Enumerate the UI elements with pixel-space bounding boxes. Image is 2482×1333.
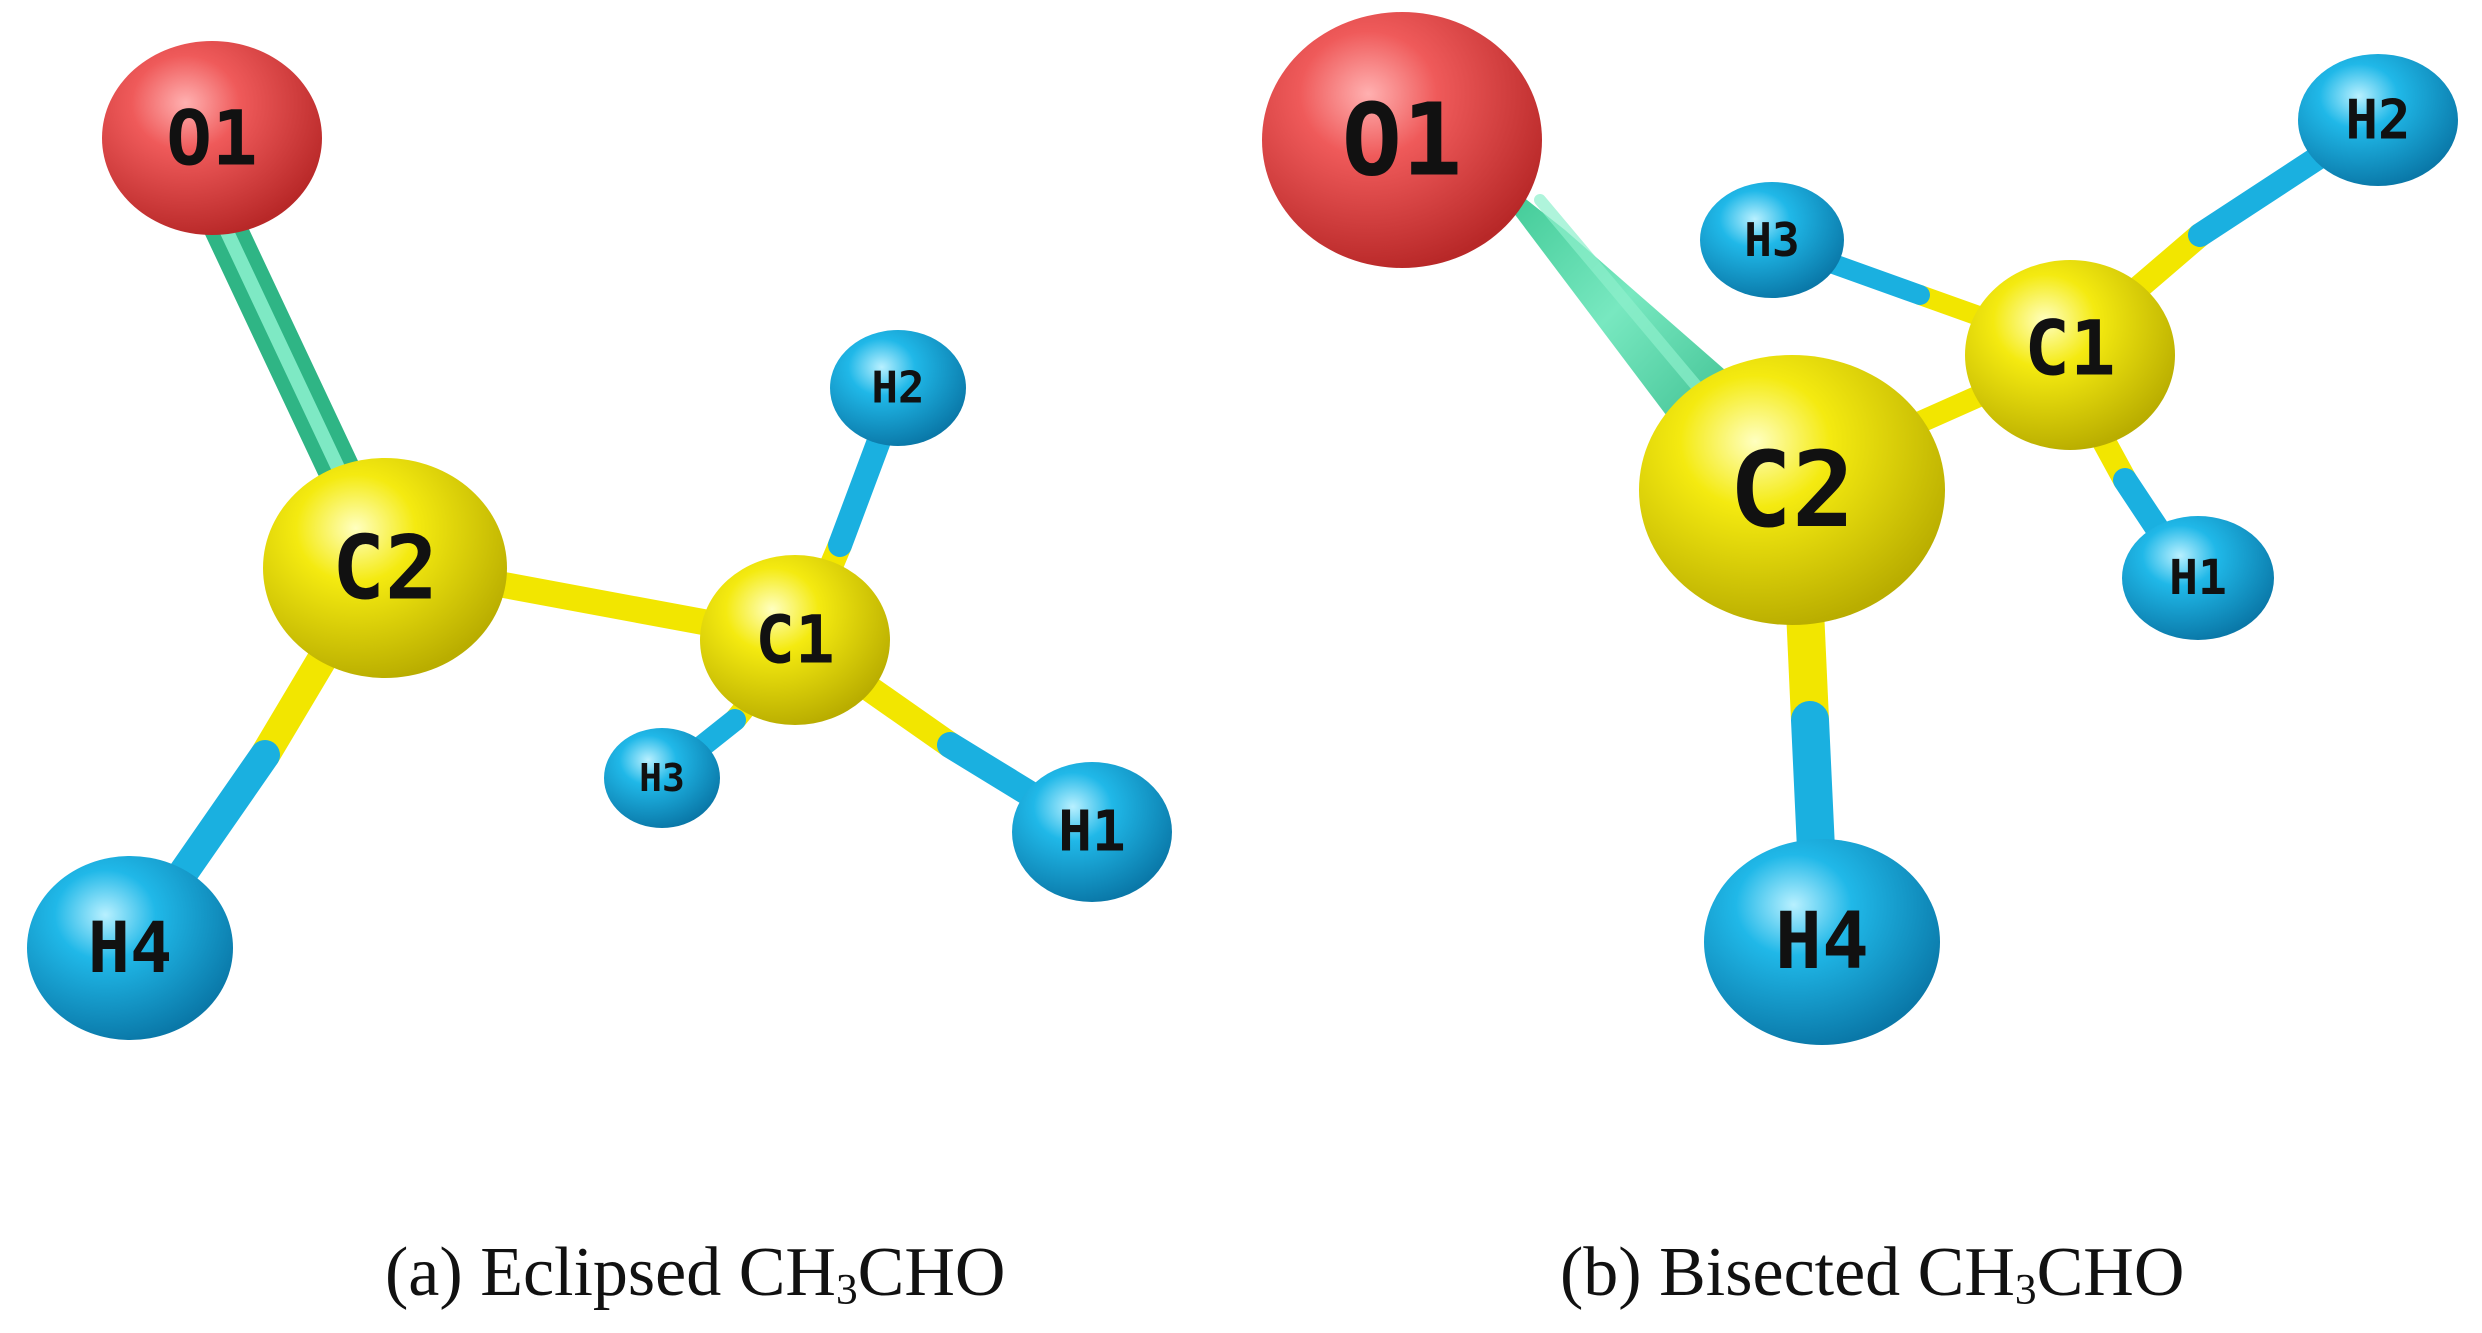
svg-text:O1: O1 xyxy=(166,94,258,183)
atom-h1: H1 xyxy=(1012,762,1172,902)
atoms-bisected: H3 H1 C1 H2 O1 H4 xyxy=(1262,12,2458,1045)
caption-eclipsed-suffix: CHO xyxy=(857,1234,1006,1311)
svg-text:H1: H1 xyxy=(2169,550,2227,606)
atom-h3: H3 xyxy=(604,728,720,828)
atom-o1: O1 xyxy=(102,41,322,235)
atom-o1: O1 xyxy=(1262,12,1542,268)
atom-h2: H2 xyxy=(2298,54,2458,186)
atom-h2: H2 xyxy=(830,330,966,446)
atom-c2: C2 xyxy=(1639,355,1945,625)
atom-c2: C2 xyxy=(263,458,507,678)
svg-text:H4: H4 xyxy=(1775,897,1869,987)
svg-text:C1: C1 xyxy=(755,602,834,679)
svg-text:H2: H2 xyxy=(872,363,925,414)
svg-text:C2: C2 xyxy=(332,517,438,620)
atom-h4: H4 xyxy=(27,856,233,1040)
atom-c1: C1 xyxy=(700,555,890,725)
atom-h3: H3 xyxy=(1700,182,1844,298)
caption-eclipsed: (a) Eclipsed CH3CHO xyxy=(385,1233,1005,1315)
svg-text:O1: O1 xyxy=(1342,82,1462,199)
caption-eclipsed-subscript: 3 xyxy=(835,1265,858,1314)
panel-eclipsed: O1 H4 H3 C2 C1 H2 xyxy=(27,41,1172,1040)
svg-text:H3: H3 xyxy=(1744,213,1799,267)
caption-bisected: (b) Bisected CH3CHO xyxy=(1560,1233,2184,1315)
atom-h4: H4 xyxy=(1704,839,1940,1045)
caption-bisected-subscript: 3 xyxy=(2014,1265,2037,1314)
caption-bisected-prefix: (b) Bisected CH xyxy=(1560,1234,2015,1311)
caption-eclipsed-prefix: (a) Eclipsed CH xyxy=(385,1234,836,1311)
svg-text:H3: H3 xyxy=(639,756,685,800)
svg-text:C2: C2 xyxy=(1729,429,1854,551)
svg-text:H4: H4 xyxy=(88,907,172,989)
atom-h1: H1 xyxy=(2122,516,2274,640)
panel-bisected: H3 H1 C1 H2 O1 H4 xyxy=(1262,12,2458,1045)
svg-text:H1: H1 xyxy=(1058,800,1125,865)
atoms-eclipsed: O1 H4 H3 C2 C1 H2 xyxy=(27,41,1172,1040)
svg-text:C1: C1 xyxy=(2024,304,2116,393)
caption-bisected-suffix: CHO xyxy=(2036,1234,2185,1311)
atom-c1: C1 xyxy=(1965,260,2175,450)
svg-text:H2: H2 xyxy=(2345,89,2410,152)
